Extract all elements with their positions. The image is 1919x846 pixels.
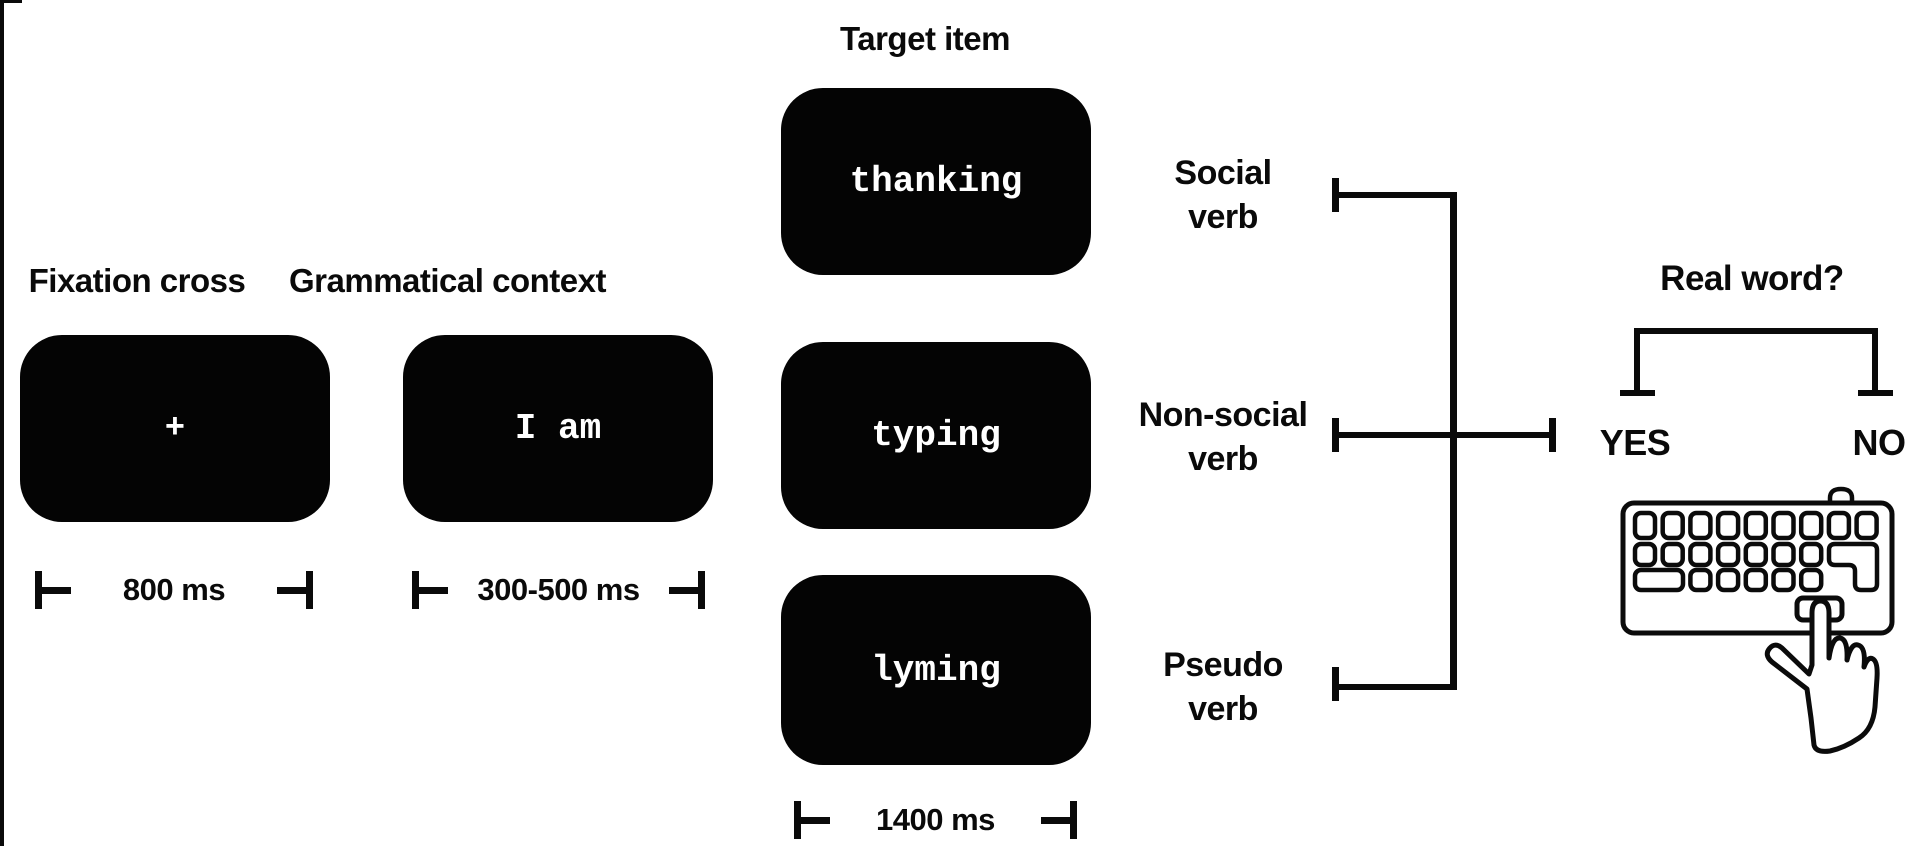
social-verb-line: [1335, 192, 1457, 198]
response-bracket-left-cap: [1620, 390, 1655, 396]
fixation-duration-label: 800 ms: [122, 572, 226, 607]
wide-key: [1632, 567, 1686, 593]
nonsocial-verb-stimulus: typing: [871, 415, 1001, 456]
target-screen-social: thanking: [781, 88, 1091, 275]
real-word-question: Real word?: [1660, 259, 1844, 298]
grammatical-context-screen: I am: [403, 335, 713, 522]
target-item-heading: Target item: [840, 20, 1010, 57]
nonsocial-line-terminator: [1549, 418, 1556, 452]
keyboard-cable-bump: [1827, 486, 1855, 504]
fixation-cross-heading: Fixation cross: [28, 262, 246, 299]
duration-left-tick: [412, 571, 448, 609]
target-duration-label: 1400 ms: [876, 802, 995, 837]
response-bracket-right-leg: [1872, 328, 1878, 396]
response-bracket-top: [1634, 328, 1878, 334]
pseudo-verb-line: [1335, 684, 1457, 690]
social-verb-stimulus: thanking: [849, 161, 1023, 202]
context-stimulus: I am: [514, 408, 602, 449]
response-yes-label: YES: [1599, 422, 1671, 463]
duration-left-tick: [35, 571, 71, 609]
figure-top-border-stub: [0, 0, 22, 3]
grammatical-context-heading: Grammatical context: [289, 262, 606, 299]
figure-left-border: [0, 0, 4, 846]
pseudo-verb-stimulus: lyming: [871, 649, 1001, 691]
target-screen-nonsocial: typing: [781, 342, 1091, 529]
fixation-screen: +: [20, 335, 330, 522]
context-duration-bracket: 300-500 ms: [412, 570, 705, 610]
duration-right-tick: [276, 571, 313, 609]
nonsocial-verb-label: Non-social verb: [1138, 396, 1308, 478]
keyboard-keys: [1632, 510, 1880, 593]
keyboard-icon: [1620, 486, 1895, 754]
target-screen-pseudo: lyming: [781, 575, 1091, 765]
duration-right-tick: [669, 571, 705, 609]
fixation-duration-bracket: 800 ms: [35, 570, 313, 610]
decision-tree-trunk: [1450, 192, 1457, 690]
nonsocial-verb-line: [1335, 432, 1552, 438]
hand-pressing-key-icon: [1764, 598, 1880, 754]
pseudo-verb-label: Pseudo verb: [1163, 646, 1283, 728]
context-duration-label: 300-500 ms: [477, 572, 640, 607]
duration-left-tick: [794, 801, 830, 839]
social-verb-label: Social verb: [1174, 154, 1272, 236]
response-bracket-left-leg: [1634, 328, 1640, 396]
duration-right-tick: [1040, 801, 1077, 839]
fixation-cross-stimulus: +: [164, 409, 186, 448]
target-duration-bracket: 1400 ms: [794, 800, 1077, 840]
enter-key: [1826, 541, 1880, 593]
response-bracket-right-cap: [1858, 390, 1893, 396]
response-no-label: NO: [1852, 422, 1907, 463]
